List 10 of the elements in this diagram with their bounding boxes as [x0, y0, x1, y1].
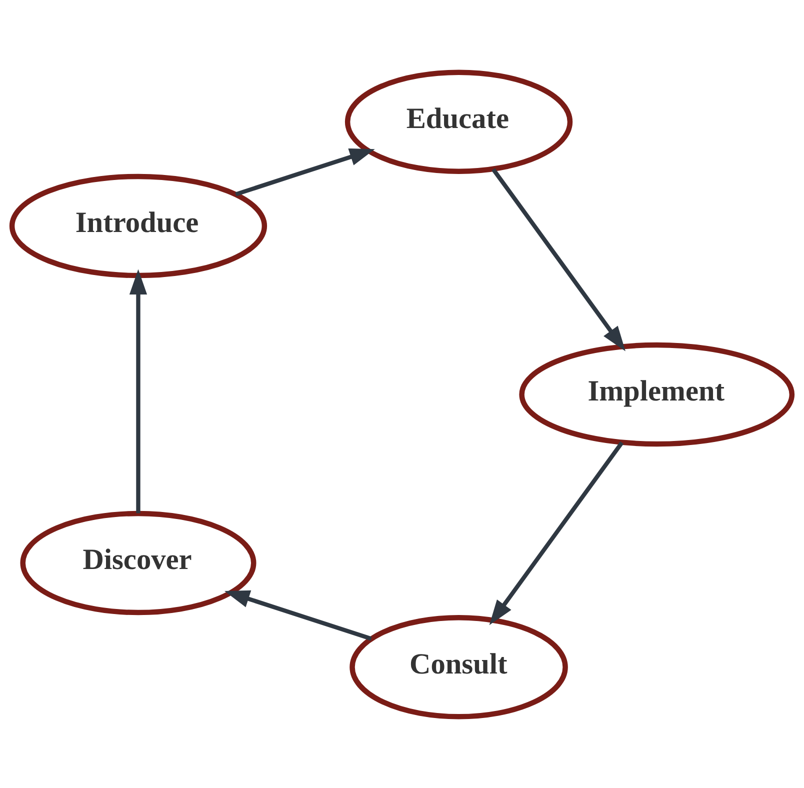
arrow — [489, 440, 624, 625]
arrow — [129, 268, 148, 513]
node-ellipse: Educate — [344, 69, 573, 174]
node-ellipse: Discover — [20, 510, 256, 615]
arrow — [235, 148, 375, 196]
arrow — [224, 590, 372, 640]
arrow — [492, 168, 626, 351]
node-ellipse: Implement — [519, 342, 795, 446]
node-ellipse: Introduce — [9, 173, 268, 278]
node-ellipse: Consult — [350, 614, 568, 719]
